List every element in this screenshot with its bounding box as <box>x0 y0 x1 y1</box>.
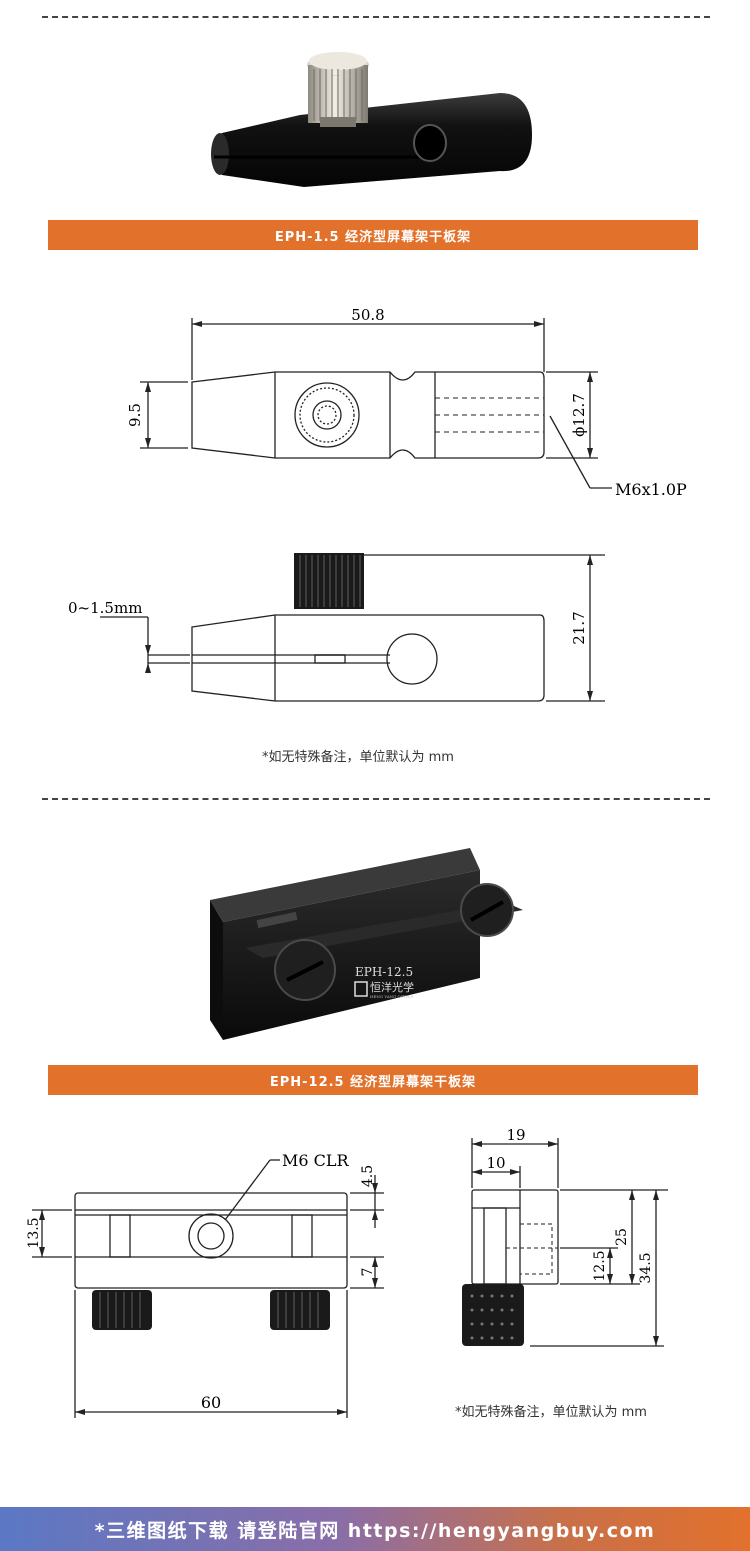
dim-width-label: 60 <box>201 1393 221 1412</box>
eph-12-5-front-view-drawing: M6 CLR 4.5 13.5 7 60 <box>26 1151 384 1418</box>
dim-gap-label: 0~1.5mm <box>68 599 142 617</box>
dim-h3-label: 34.5 <box>638 1252 654 1283</box>
product-brand-label: 恒洋光学 <box>370 980 414 994</box>
dim-top-label: 4.5 <box>360 1165 376 1187</box>
section-divider-top <box>42 16 710 18</box>
section-divider-middle <box>42 798 710 800</box>
dim-bottom-label: 7 <box>360 1268 376 1277</box>
eph-1-5-banner: EPH-1.5 经济型屏幕架干板架 <box>48 220 698 250</box>
eph-12-5-side-view-drawing: 19 10 12.5 25 34.5 <box>462 1126 668 1347</box>
product-brand-sub-label: HENG YANG OPTICS <box>370 994 414 999</box>
eph-12-5-product-photo: EPH-12.5 恒洋光学 HENG YANG OPTICS <box>210 848 523 1040</box>
eph-12-5-banner: EPH-12.5 经济型屏幕架干板架 <box>48 1065 698 1095</box>
dim-depth-label: 19 <box>506 1126 525 1144</box>
eph-1-5-side-view-drawing: 0~1.5mm 21.7 <box>68 553 605 702</box>
unit-note-2: *如无特殊备注，单位默认为 mm <box>455 1405 647 1420</box>
eph-1-5-product-photo <box>211 52 532 187</box>
product-engraved-label: EPH-12.5 <box>355 965 413 979</box>
dim-height-label: 9.5 <box>126 403 144 427</box>
dim-half-label: 10 <box>486 1154 505 1172</box>
dim-thread-label: M6x1.0P <box>615 480 687 499</box>
download-footer-banner[interactable]: *三维图纸下载 请登陆官网 https://hengyangbuy.com <box>0 1507 750 1551</box>
brand-logo-icon <box>354 981 368 997</box>
unit-note-1: *如无特殊备注，单位默认为 mm <box>262 750 454 765</box>
dim-length-label: 50.8 <box>351 306 384 324</box>
dim-diameter-label: ϕ12.7 <box>570 393 588 437</box>
dim-h2-label: 25 <box>614 1228 630 1246</box>
dim-left-label: 13.5 <box>26 1217 42 1248</box>
dim-h1-label: 12.5 <box>592 1250 608 1281</box>
eph-1-5-top-view-drawing: 50.8 9.5 ϕ12.7 M6x1.0P <box>126 306 687 499</box>
dim-clr-label: M6 CLR <box>282 1151 350 1170</box>
dim-total-height-label: 21.7 <box>570 611 588 644</box>
